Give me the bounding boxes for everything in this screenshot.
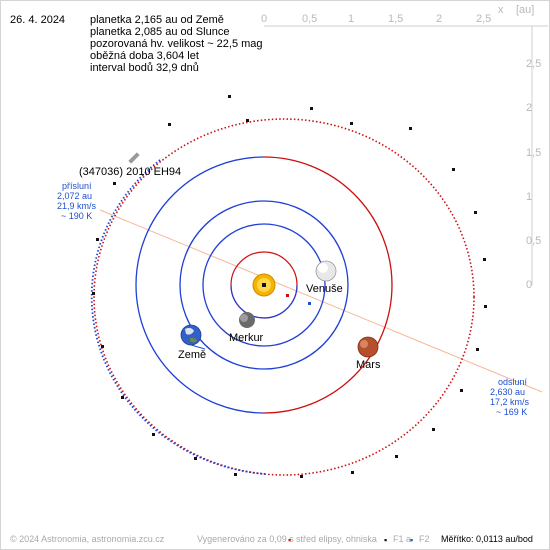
orbit-markers xyxy=(92,95,487,478)
y-tick-2-5: 2,5 xyxy=(526,58,542,70)
x-tick-0-5: 0,5 xyxy=(302,13,318,25)
date-label: 26. 4. 2024 xyxy=(10,14,66,26)
venus-label: Venuše xyxy=(306,283,343,295)
mars-label: Mars xyxy=(356,359,381,371)
info-line-period: oběžná doba 3,604 let xyxy=(90,50,199,62)
aphelion-temperature: ~ 169 K xyxy=(496,407,528,417)
x-tick-2-5: 2,5 xyxy=(476,13,492,25)
unit-label: [au] xyxy=(516,4,535,16)
y-tick-2: 2 xyxy=(526,102,533,114)
footer-scale: Měřítko: 0,0113 au/bod xyxy=(441,534,533,544)
y-tick-1-5: 1,5 xyxy=(526,147,542,159)
x-tick-1: 1 xyxy=(348,13,355,25)
footer-f2: F2 xyxy=(419,534,430,544)
x-tick-2: 2 xyxy=(436,13,443,25)
mercury-orbit-blue-arc xyxy=(230,284,298,319)
aphelion-label: odsluní xyxy=(498,377,528,387)
y-tick-0-5: 0,5 xyxy=(526,235,542,247)
aphelion-speed: 17,2 km/s xyxy=(490,397,530,407)
info-line-earth-distance: planetka 2,165 au od Země xyxy=(90,14,224,26)
aphelion-distance: 2,630 au xyxy=(490,387,526,397)
footer-legend-center: střed elipsy, ohniska xyxy=(296,534,377,544)
earth-label: Země xyxy=(178,349,207,361)
asteroid-orbit-red xyxy=(93,118,475,476)
venus-orbit xyxy=(202,223,326,347)
legend-f1-dot: ▪ xyxy=(384,535,388,545)
perihelion-speed: 21,9 km/s xyxy=(57,201,97,211)
asteroid-name-label: (347036) 2010 EH94 xyxy=(79,166,182,178)
info-line-interval: interval bodů 32,9 dnů xyxy=(90,62,199,74)
earth-orbit xyxy=(179,200,349,370)
footer-copyright: © 2024 Astronomia, astronomia.zcu.cz xyxy=(10,534,165,544)
focus-f2-marker xyxy=(308,302,311,305)
mercury-icon xyxy=(239,312,255,328)
x-tick-0: 0 xyxy=(261,13,268,25)
info-line-magnitude: pozorovaná hv. velikost ~ 22,5 mag xyxy=(90,38,263,50)
x-axis-label: x xyxy=(498,4,504,16)
legend-center-dot: ▪ xyxy=(288,535,292,545)
ellipse-center-marker xyxy=(286,294,289,297)
asteroid-orbit-blue xyxy=(90,159,266,475)
earth-icon xyxy=(180,324,206,350)
footer-f1: F1 a xyxy=(393,534,412,544)
mercury-label: Merkur xyxy=(229,332,264,344)
perihelion-temperature: ~ 190 K xyxy=(61,211,93,221)
venus-icon xyxy=(315,260,337,282)
apsis-line xyxy=(99,209,543,393)
legend-f2-dot: ▪ xyxy=(410,535,414,545)
x-tick-1-5: 1,5 xyxy=(388,13,404,25)
mars-orbit xyxy=(263,156,393,414)
footer-generated: Vygenerováno za 0,09 s xyxy=(197,534,294,544)
y-tick-0: 0 xyxy=(526,279,533,291)
sun-icon xyxy=(252,273,276,297)
info-line-sun-distance: planetka 2,085 au od Slunce xyxy=(90,26,230,38)
asteroid-marker xyxy=(128,152,140,164)
perihelion-label: přísluní xyxy=(62,181,92,191)
y-tick-1: 1 xyxy=(526,191,533,203)
mars-orbit-blue xyxy=(135,156,265,414)
mars-icon xyxy=(357,336,379,358)
perihelion-distance: 2,072 au xyxy=(57,191,93,201)
